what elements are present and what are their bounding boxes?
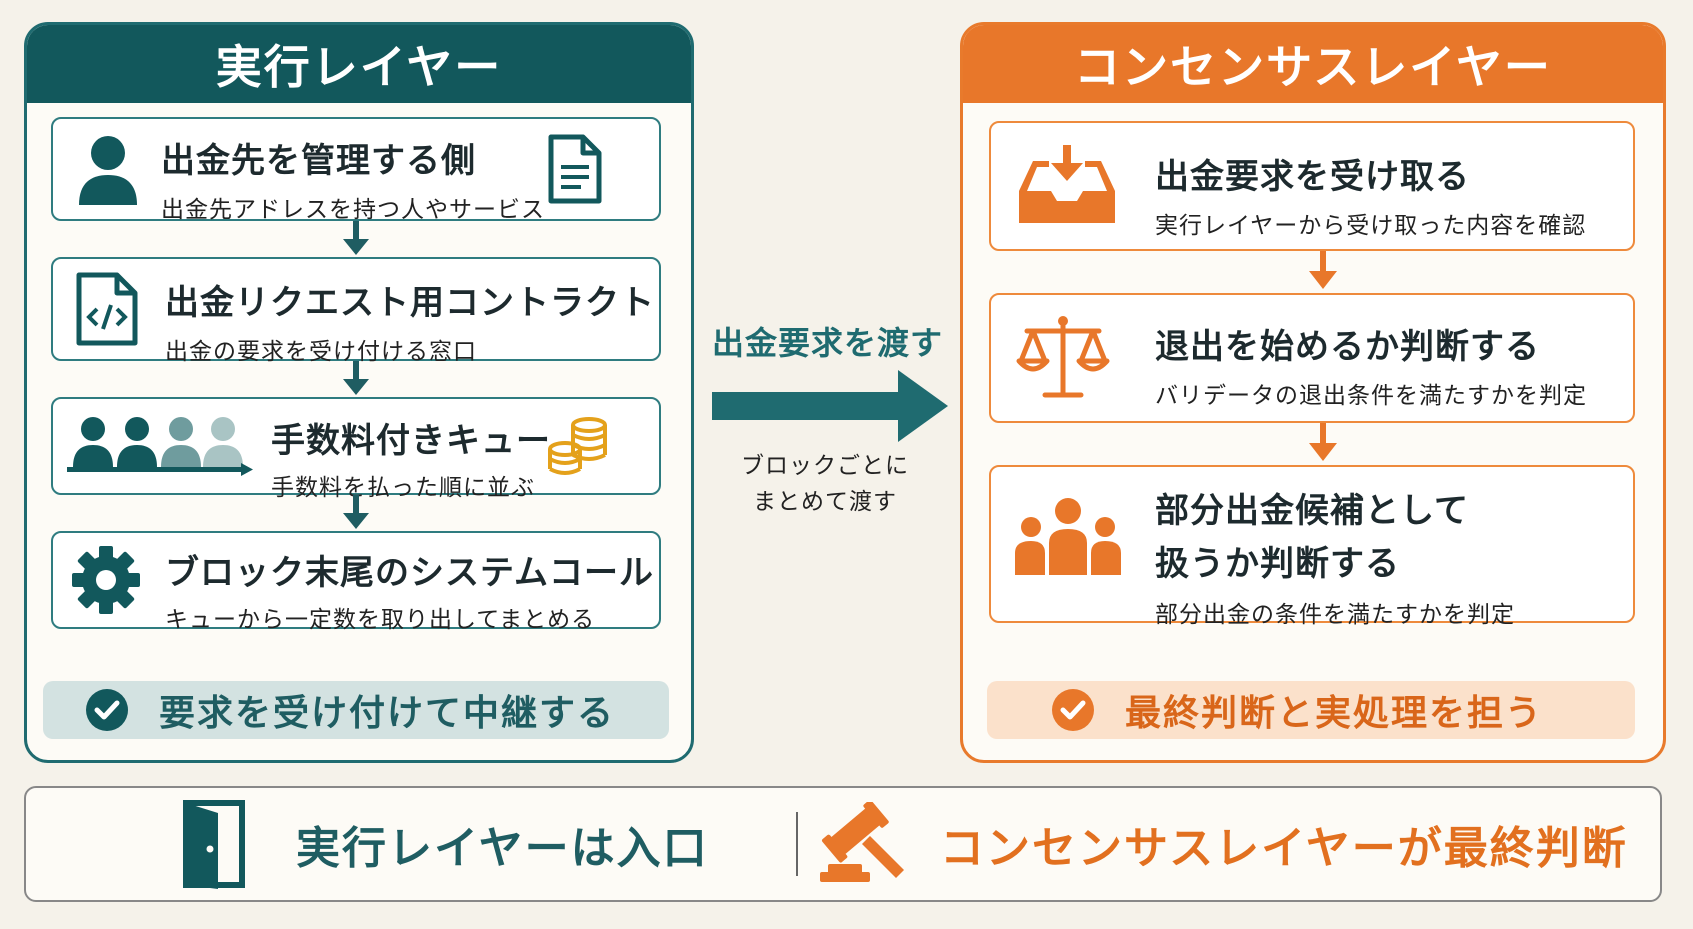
consensus-layer-summary: 最終判断と実処理を担う: [987, 681, 1635, 739]
summary-text: 最終判断と実処理を担う: [1125, 693, 1544, 734]
consensus-layer-header: コンセンサスレイヤー: [963, 25, 1663, 103]
gavel-icon: [820, 802, 904, 882]
footer-summary: 実行レイヤーは入口 コンセンサスレイヤーが最終判断: [24, 786, 1662, 902]
step-subtitle: 実行レイヤーから受け取った内容を確認: [1155, 213, 1587, 239]
execution-layer-summary: 要求を受け付けて中継する: [43, 681, 669, 739]
step-title: ブロック末尾のシステムコール: [165, 553, 654, 593]
footer-left: 実行レイヤーは入口: [182, 788, 709, 900]
down-arrow: [1309, 423, 1337, 461]
inbox-download-icon: [1019, 145, 1115, 223]
summary-text: 要求を受け付けて中継する: [159, 693, 616, 734]
step-subtitle: 出金の要求を受け付ける窓口: [165, 339, 477, 365]
handoff-note: ブロックごとに まとめて渡す: [730, 448, 920, 520]
handoff-label: 出金要求を渡す: [712, 324, 944, 362]
step-subtitle: 部分出金の条件を満たすかを判定: [1155, 602, 1515, 628]
footer-right: コンセンサスレイヤーが最終判断: [816, 788, 1628, 900]
down-arrow: [1309, 251, 1337, 289]
exec-step-system-call: ブロック末尾のシステムコール キューから一定数を取り出してまとめる: [51, 531, 661, 633]
handoff-note-line1: ブロックごとに: [741, 453, 909, 479]
footer-right-text: コンセンサスレイヤーが最終判断: [940, 823, 1628, 874]
step-subtitle: 手数料を払った順に並ぶ: [271, 475, 535, 501]
step-title-line1: 部分出金候補として: [1155, 491, 1469, 531]
gear-icon: [72, 546, 140, 614]
door-icon: [183, 800, 245, 889]
step-subtitle: バリデータの退出条件を満たすかを判定: [1155, 383, 1587, 409]
cons-step-partial-withdrawal: 部分出金候補として 扱うか判断する 部分出金の条件を満たすかを判定: [989, 465, 1635, 628]
cons-step-receive-request: 出金要求を受け取る 実行レイヤーから受け取った内容を確認: [989, 121, 1635, 251]
step-title: 出金要求を受け取る: [1155, 157, 1470, 197]
step-title: 退出を始めるか判断する: [1155, 327, 1540, 367]
coins-icon: [548, 417, 607, 475]
down-arrow: [343, 361, 369, 395]
people-queue-icon: [67, 417, 253, 476]
right-arrow: [712, 370, 948, 442]
footer-divider: [796, 812, 798, 876]
code-file-icon: [76, 272, 138, 346]
step-title: 出金リクエスト用コントラクト: [165, 283, 655, 323]
footer-left-text: 実行レイヤーは入口: [296, 823, 709, 874]
person-icon: [79, 136, 137, 205]
execution-layer-header: 実行レイヤー: [27, 25, 691, 103]
document-icon: [548, 134, 602, 204]
step-title: 手数料付きキュー: [271, 421, 551, 461]
scales-icon: [1016, 316, 1110, 398]
step-subtitle: キューから一定数を取り出してまとめる: [165, 607, 596, 633]
step-title: 出金先を管理する側: [161, 141, 476, 181]
consensus-layer-panel: コンセンサスレイヤー 出金要求を受け取る 実行レイヤーから受け取った内容を確認: [960, 22, 1666, 763]
group-icon: [1015, 498, 1121, 575]
check-circle-icon: [86, 689, 128, 731]
cons-step-exit-decision: 退出を始めるか判断する バリデータの退出条件を満たすかを判定: [989, 293, 1635, 423]
exec-step-wallet-owner: 出金先を管理する側 出金先アドレスを持つ人やサービス: [51, 117, 661, 223]
exec-step-request-contract: 出金リクエスト用コントラクト 出金の要求を受け付ける窓口: [51, 257, 661, 365]
down-arrow: [343, 221, 369, 255]
check-circle-icon: [1052, 689, 1094, 731]
down-arrow: [343, 495, 369, 529]
step-title-line2: 扱うか判断する: [1155, 544, 1400, 584]
execution-layer-panel: 実行レイヤー 出金先を管理する側 出金先アドレスを持つ人やサービス: [24, 22, 694, 763]
exec-step-fee-queue: 手数料付きキュー 手数料を払った順に並ぶ: [51, 397, 661, 501]
step-subtitle: 出金先アドレスを持つ人やサービス: [161, 197, 545, 223]
handoff-note-line2: まとめて渡す: [753, 489, 897, 515]
